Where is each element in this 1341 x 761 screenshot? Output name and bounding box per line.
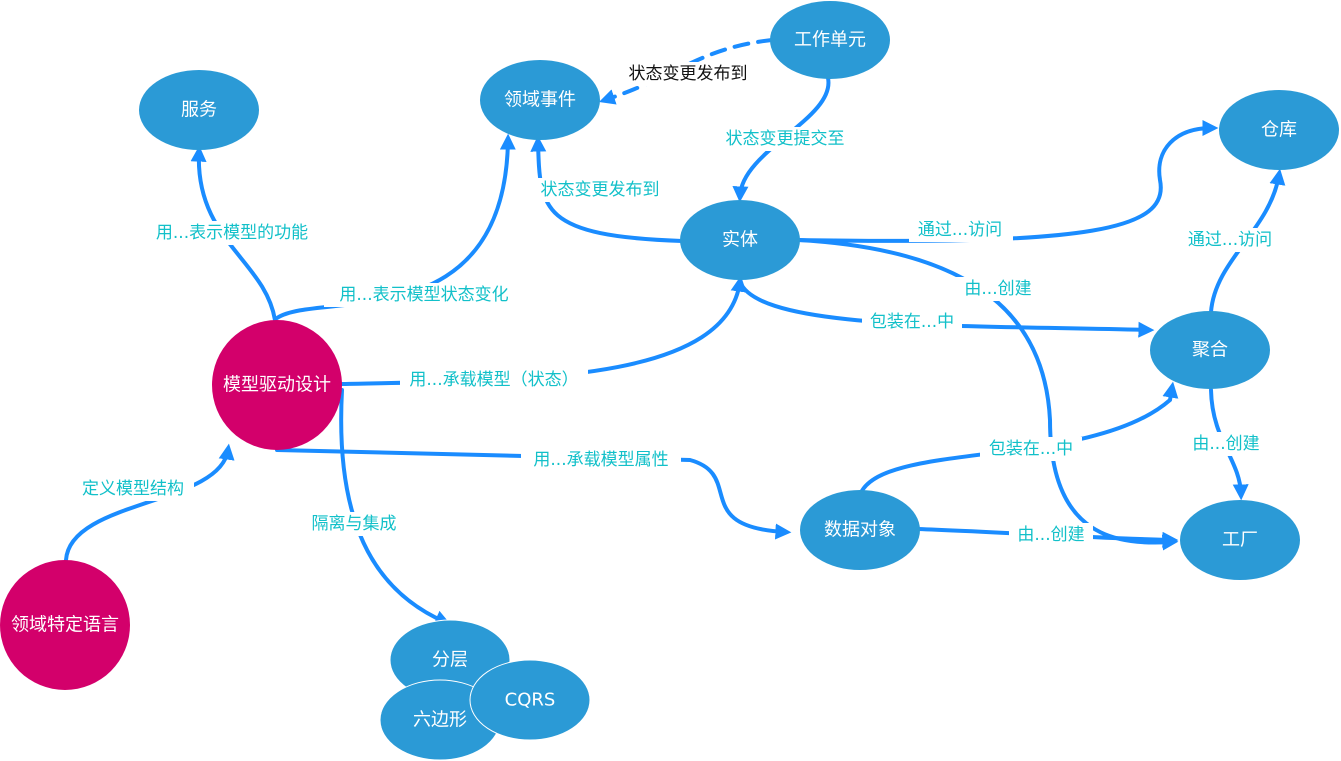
svg-text:隔离与集成: 隔离与集成 (312, 514, 397, 534)
label-aggregate-to-factory: 由...创建 (1184, 432, 1268, 456)
edge-mdd-to-service (190, 145, 277, 322)
node-domain-specific-language[interactable]: 领域特定语言 (0, 560, 130, 690)
svg-text:状态变更发布到: 状态变更发布到 (629, 64, 748, 84)
node-service[interactable]: 服务 (139, 70, 259, 150)
label-mdd-to-service: 用...表示模型的功能 (142, 221, 322, 245)
label-data-object-to-factory: 由...创建 (1009, 523, 1093, 547)
label-dsl-to-mdd: 定义模型结构 (72, 477, 194, 501)
svg-text:用...表示模型的功能: 用...表示模型的功能 (156, 223, 308, 243)
node-data-object[interactable]: 数据对象 (800, 490, 920, 570)
label-mdd-to-layering: 隔离与集成 (303, 512, 405, 536)
svg-text:由...创建: 由...创建 (964, 279, 1031, 299)
label-entity-to-event: 状态变更发布到 (528, 178, 672, 202)
edge-dsl-to-mdd (64, 443, 235, 562)
svg-text:用...表示模型状态变化: 用...表示模型状态变化 (339, 285, 508, 305)
node-domain-event[interactable]: 领域事件 (480, 60, 600, 140)
edge-mdd-to-layering (339, 388, 451, 626)
svg-text:状态变更提交至: 状态变更提交至 (726, 129, 845, 149)
svg-text:通过...访问: 通过...访问 (1188, 230, 1272, 250)
svg-text:由...创建: 由...创建 (1017, 525, 1084, 545)
label-data-object-to-aggregate: 包装在...中 (980, 437, 1082, 461)
svg-text:状态变更发布到: 状态变更发布到 (541, 180, 660, 200)
edge-entity-to-event (530, 135, 684, 243)
label-entity-to-repository: 通过...访问 (909, 218, 1013, 242)
svg-text:用...承载模型（状态）: 用...承载模型（状态） (409, 370, 578, 390)
svg-text:实体: 实体 (722, 230, 758, 251)
svg-text:模型驱动设计: 模型驱动设计 (223, 375, 331, 396)
svg-text:CQRS: CQRS (505, 690, 556, 711)
svg-text:包装在...中: 包装在...中 (989, 439, 1073, 459)
edge-mdd-to-data-object (275, 448, 792, 540)
label-aggregate-to-repository: 通过...访问 (1178, 228, 1282, 252)
svg-text:用...承载模型属性: 用...承载模型属性 (533, 450, 668, 470)
label-entity-to-factory: 由...创建 (956, 277, 1040, 301)
svg-text:定义模型结构: 定义模型结构 (82, 479, 184, 499)
svg-text:工作单元: 工作单元 (794, 30, 866, 51)
svg-text:通过...访问: 通过...访问 (918, 220, 1002, 240)
node-aggregate[interactable]: 聚合 (1150, 311, 1270, 389)
svg-text:包装在...中: 包装在...中 (870, 312, 954, 332)
label-uow-to-event: 状态变更发布到 (617, 62, 757, 86)
svg-text:仓库: 仓库 (1261, 120, 1297, 141)
node-cqrs[interactable]: CQRS (469, 659, 591, 741)
svg-text:领域特定语言: 领域特定语言 (11, 615, 119, 636)
svg-text:分层: 分层 (432, 650, 468, 671)
label-uow-to-entity: 状态变更提交至 (713, 127, 857, 151)
svg-text:领域事件: 领域事件 (504, 90, 576, 111)
svg-text:数据对象: 数据对象 (824, 520, 896, 541)
label-mdd-to-data-object: 用...承载模型属性 (521, 448, 681, 472)
node-model-driven-design[interactable]: 模型驱动设计 (212, 320, 342, 450)
svg-text:聚合: 聚合 (1192, 340, 1228, 361)
svg-text:工厂: 工厂 (1222, 530, 1258, 551)
svg-text:六边形: 六边形 (413, 710, 467, 731)
node-factory[interactable]: 工厂 (1180, 500, 1300, 580)
node-repository[interactable]: 仓库 (1219, 90, 1339, 170)
label-mdd-to-event: 用...表示模型状态变化 (324, 283, 524, 307)
node-entity[interactable]: 实体 (680, 200, 800, 280)
label-mdd-to-entity: 用...承载模型（状态） (400, 368, 588, 392)
svg-text:由...创建: 由...创建 (1192, 434, 1259, 454)
svg-text:服务: 服务 (181, 100, 217, 121)
label-entity-to-aggregate: 包装在...中 (862, 310, 962, 334)
node-unit-of-work[interactable]: 工作单元 (770, 1, 890, 79)
